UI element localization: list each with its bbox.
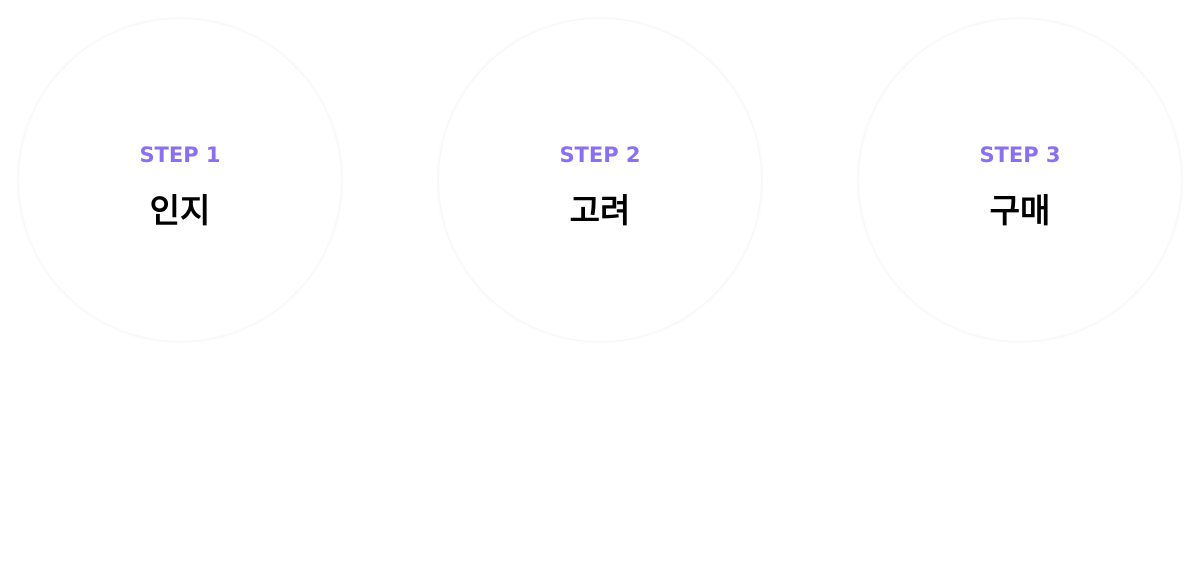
step-title: 인지 bbox=[149, 191, 211, 230]
step-card-2: STEP 2 고려 bbox=[438, 18, 762, 342]
step-card-1: STEP 1 인지 bbox=[18, 18, 342, 342]
step-title: 구매 bbox=[989, 191, 1051, 230]
step-label: STEP 3 bbox=[979, 143, 1061, 167]
step-label: STEP 2 bbox=[559, 143, 641, 167]
step-title: 고려 bbox=[569, 191, 631, 230]
step-label: STEP 1 bbox=[139, 143, 221, 167]
step-card-3: STEP 3 구매 bbox=[858, 18, 1182, 342]
